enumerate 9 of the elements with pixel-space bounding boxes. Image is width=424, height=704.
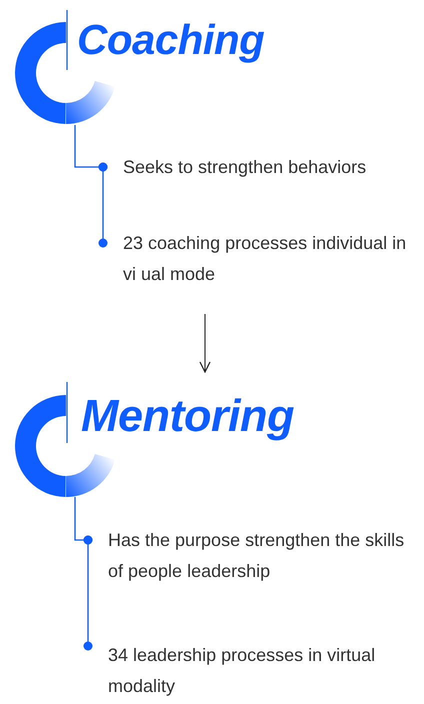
bullet-text: Has the purpose strengthen the skills of people leadership [108, 529, 406, 583]
section-title: Coaching [77, 16, 264, 64]
bullet-text: Seeks to strengthen behaviors [123, 156, 368, 179]
connector-line [98, 162, 108, 248]
connector-line [84, 536, 92, 650]
bullet-text: 23 coaching processes individual in vi ual mode [123, 232, 408, 286]
section-title: Mentoring [81, 390, 294, 442]
arrow [199, 314, 211, 373]
bullet-text: 34 leadership processes in virtual modality [108, 644, 376, 698]
